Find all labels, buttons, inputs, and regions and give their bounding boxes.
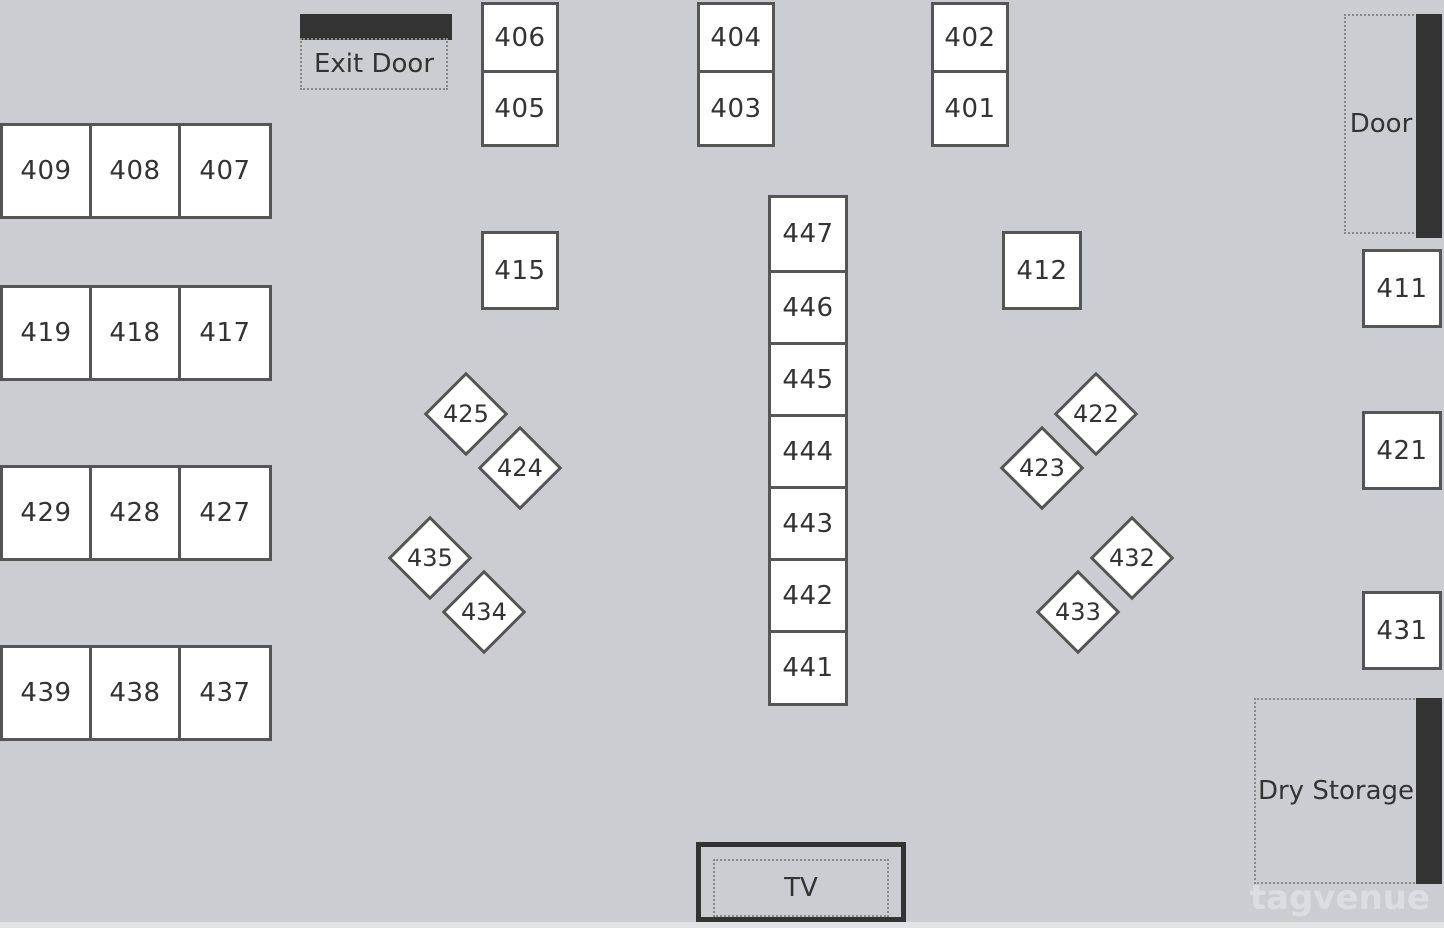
table-444[interactable]: 444	[768, 414, 848, 489]
table-437[interactable]: 437	[178, 645, 272, 741]
table-423[interactable]: 423	[999, 425, 1085, 511]
table-428[interactable]: 428	[89, 465, 181, 561]
dry-storage-wall	[1416, 698, 1442, 884]
table-442[interactable]: 442	[768, 558, 848, 633]
tv-label: TV	[784, 873, 818, 903]
table-401[interactable]: 401	[931, 70, 1009, 147]
table-423-label: 423	[1019, 454, 1065, 482]
table-424-label: 424	[497, 454, 543, 482]
table-425[interactable]: 425	[423, 371, 509, 457]
table-433[interactable]: 433	[1035, 569, 1121, 655]
table-439[interactable]: 439	[0, 645, 92, 741]
table-422[interactable]: 422	[1053, 371, 1139, 457]
table-433-label: 433	[1055, 598, 1101, 626]
table-424[interactable]: 424	[477, 425, 563, 511]
table-432-label: 432	[1109, 544, 1155, 572]
table-435-label: 435	[407, 544, 453, 572]
door-zone: Door	[1344, 14, 1418, 234]
table-447[interactable]: 447	[768, 195, 848, 273]
exit-door-wall	[300, 14, 452, 40]
table-443[interactable]: 443	[768, 486, 848, 561]
table-435[interactable]: 435	[387, 515, 473, 601]
table-438[interactable]: 438	[89, 645, 181, 741]
table-431[interactable]: 431	[1362, 591, 1442, 670]
dry-storage-zone: Dry Storage	[1254, 698, 1418, 884]
table-425-label: 425	[443, 400, 489, 428]
table-421[interactable]: 421	[1362, 411, 1442, 490]
exit-door-label: Exit Door	[313, 49, 435, 79]
table-418[interactable]: 418	[89, 285, 181, 381]
table-417[interactable]: 417	[178, 285, 272, 381]
table-419[interactable]: 419	[0, 285, 92, 381]
table-441[interactable]: 441	[768, 630, 848, 706]
table-434[interactable]: 434	[441, 569, 527, 655]
table-408[interactable]: 408	[89, 123, 181, 219]
table-434-label: 434	[461, 598, 507, 626]
table-407[interactable]: 407	[178, 123, 272, 219]
tv-frame: TV	[696, 842, 906, 922]
table-415[interactable]: 415	[481, 231, 559, 310]
table-445[interactable]: 445	[768, 342, 848, 417]
table-446[interactable]: 446	[768, 270, 848, 345]
table-403[interactable]: 403	[697, 70, 775, 147]
exit-door-zone: Exit Door	[300, 38, 448, 90]
table-422-label: 422	[1073, 400, 1119, 428]
table-427[interactable]: 427	[178, 465, 272, 561]
dry-storage-label: Dry Storage	[1257, 776, 1415, 806]
door-wall	[1416, 14, 1442, 238]
table-405[interactable]: 405	[481, 70, 559, 147]
table-429[interactable]: 429	[0, 465, 92, 561]
door-label: Door	[1349, 109, 1413, 139]
table-411[interactable]: 411	[1362, 249, 1442, 328]
table-406[interactable]: 406	[481, 2, 559, 73]
table-404[interactable]: 404	[697, 2, 775, 73]
table-409[interactable]: 409	[0, 123, 92, 219]
table-412[interactable]: 412	[1002, 231, 1082, 310]
table-432[interactable]: 432	[1089, 515, 1175, 601]
tv-screen: TV	[713, 859, 889, 917]
table-402[interactable]: 402	[931, 2, 1009, 73]
watermark-logo: tagvenue	[1249, 878, 1430, 918]
